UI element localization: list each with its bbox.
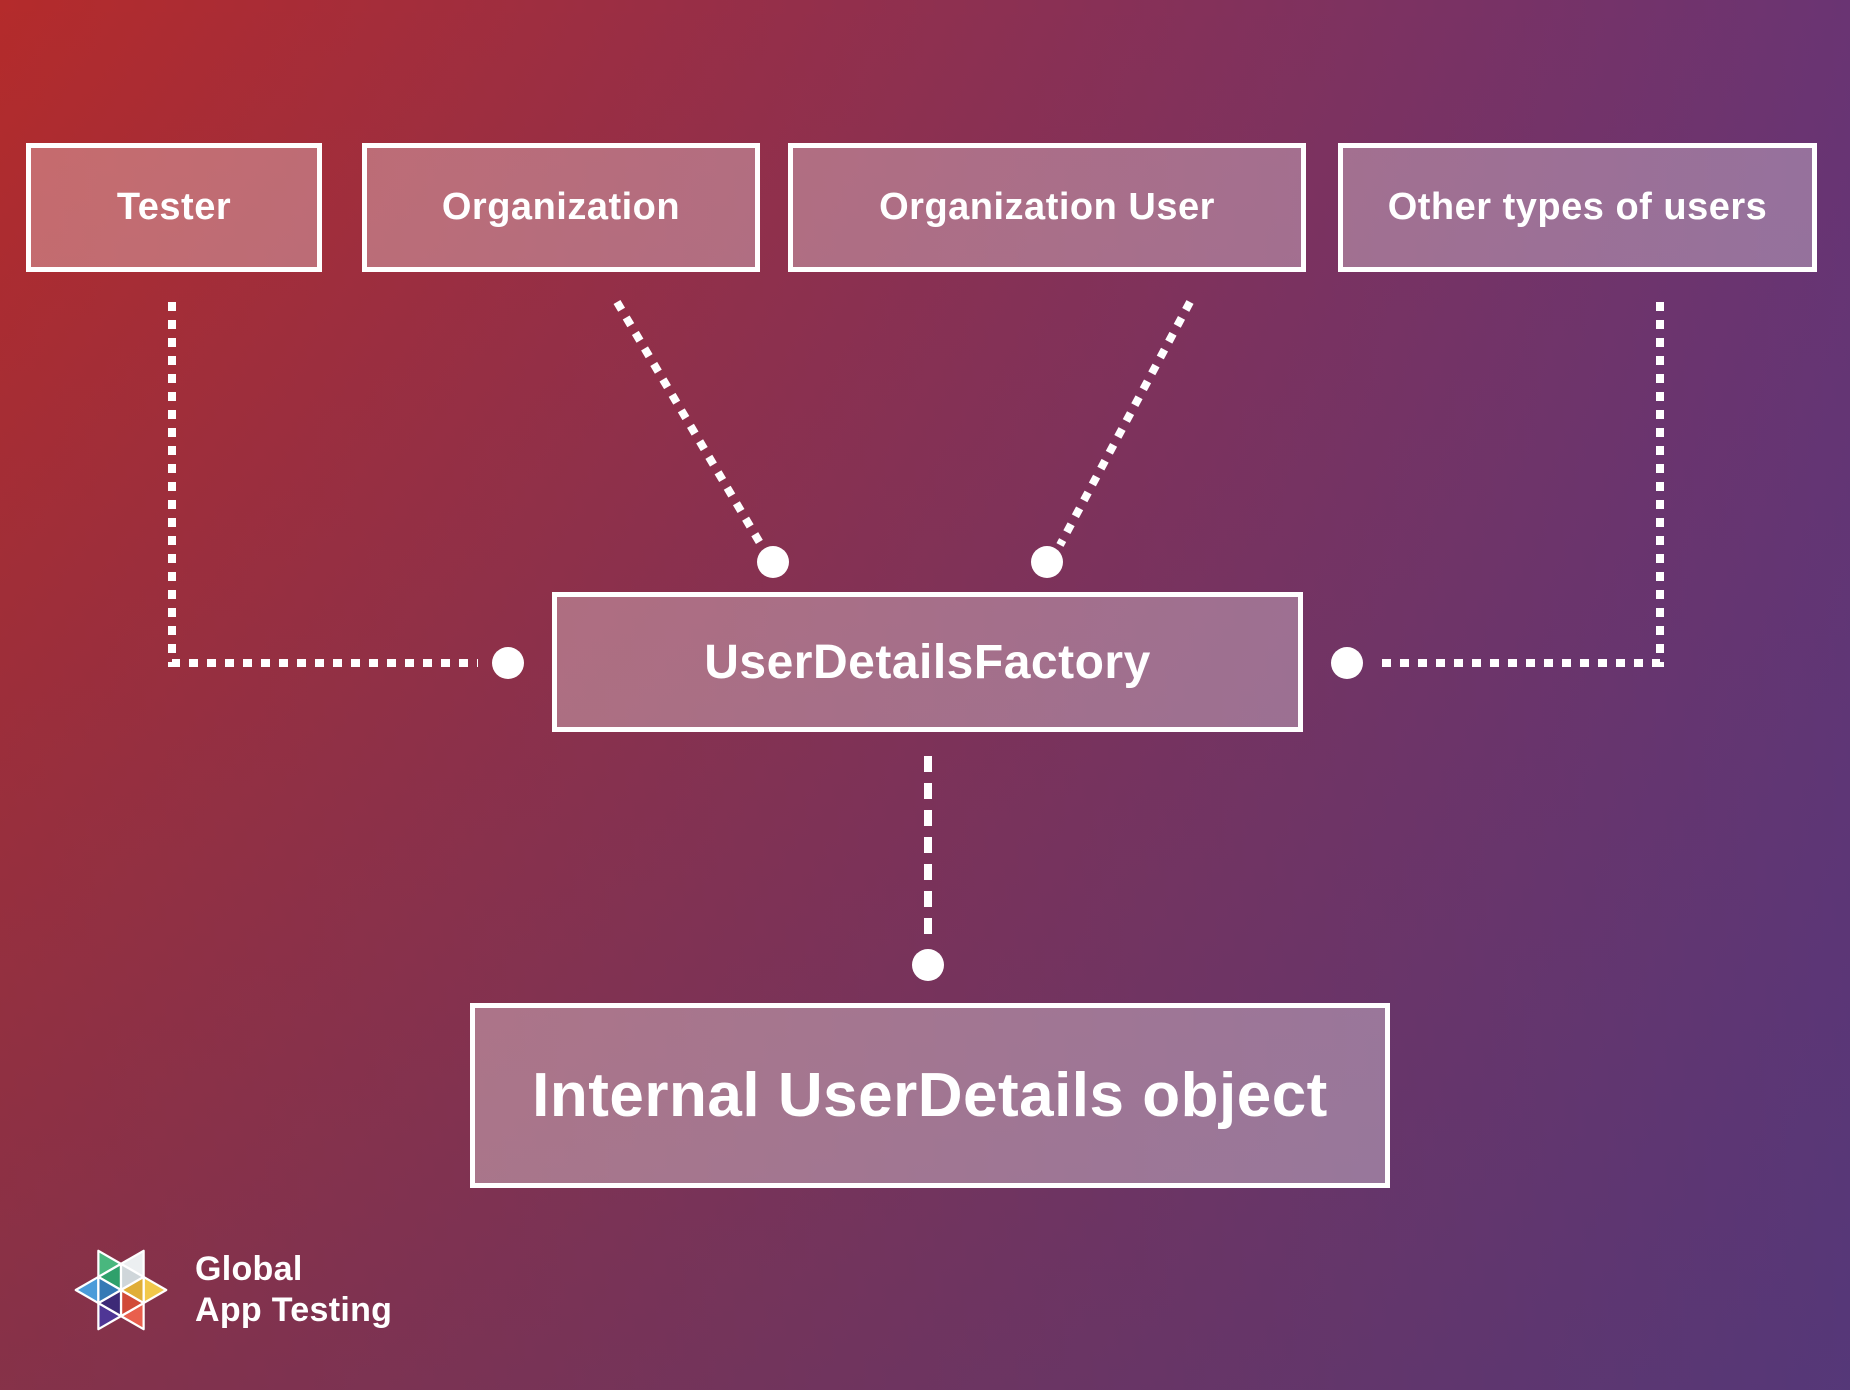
connector-organization-to-factory <box>613 299 764 546</box>
node-organization-user-label: Organization User <box>879 186 1215 228</box>
connector-endpoint-dot <box>912 949 944 981</box>
node-factory-label: UserDetailsFactory <box>704 635 1151 689</box>
connector-tester-to-factory <box>168 302 478 667</box>
node-other-types-of-users: Other types of users <box>1338 143 1817 272</box>
connector-other-users-to-factory <box>1382 302 1664 667</box>
node-internal-user-details-object: Internal UserDetails object <box>470 1003 1390 1188</box>
logo-wordmark: Global App Testing <box>195 1249 392 1331</box>
node-organization-label: Organization <box>441 186 681 228</box>
node-other-users-label: Other types of users <box>1387 186 1768 228</box>
node-organization: Organization <box>362 143 760 272</box>
node-user-details-factory: UserDetailsFactory <box>552 592 1303 732</box>
logo-line2: App Testing <box>195 1291 393 1329</box>
node-tester-label: Tester <box>116 186 232 228</box>
connector-endpoint-dot <box>1031 546 1063 578</box>
connector-organization-user-to-factory <box>1056 300 1194 547</box>
global-app-testing-logo: Global App Testing <box>73 1248 392 1332</box>
hexagon-cube-icon <box>74 1249 168 1331</box>
node-internal-label: Internal UserDetails object <box>532 1061 1328 1130</box>
connector-endpoint-dot <box>492 647 524 679</box>
logo-line1: Global <box>195 1250 303 1288</box>
connector-endpoint-dot <box>757 546 789 578</box>
node-tester: Tester <box>26 143 322 272</box>
connector-endpoint-dot <box>1331 647 1363 679</box>
node-organization-user: Organization User <box>788 143 1306 272</box>
